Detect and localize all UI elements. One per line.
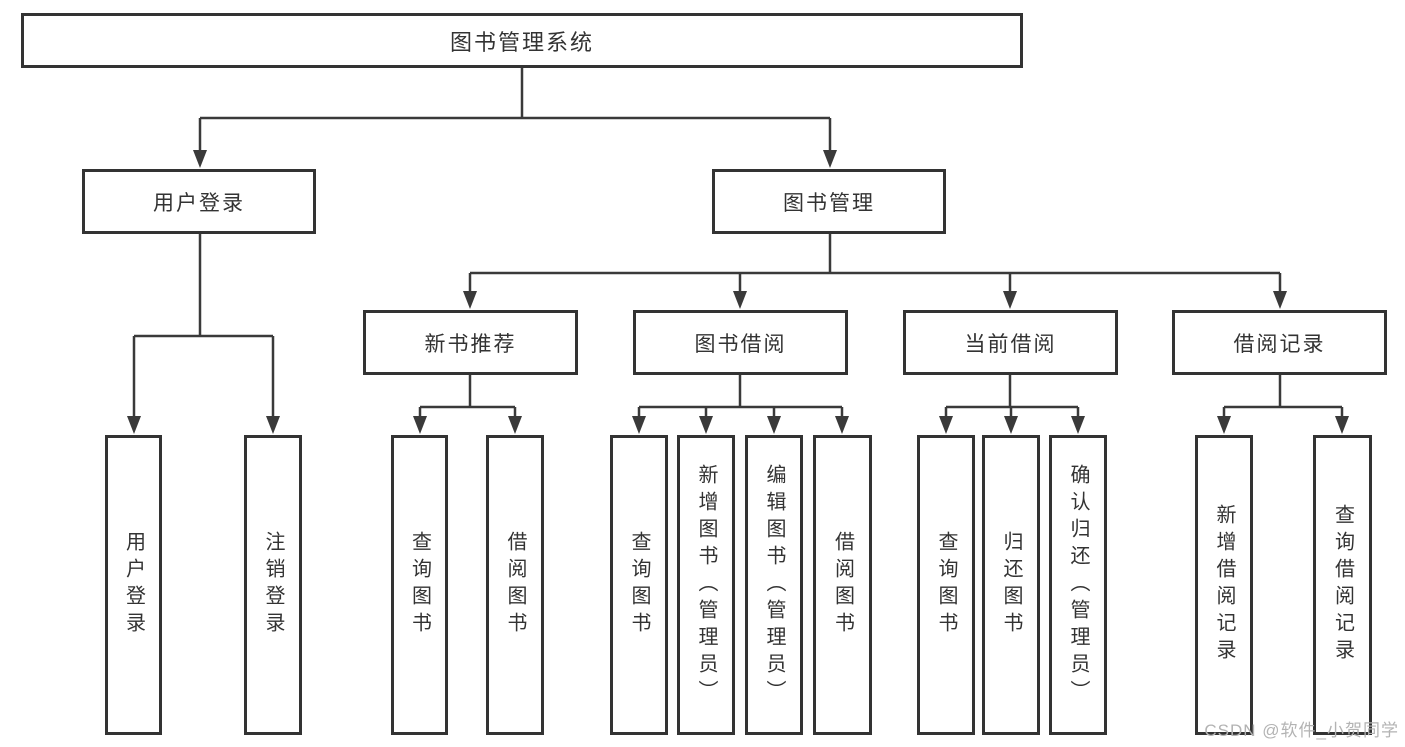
leaf-query-books-current-label: 查询图书 (935, 531, 957, 639)
leaf-query-books-current: 查询图书 (917, 435, 975, 735)
node-new-book-recommend-label: 新书推荐 (424, 332, 517, 356)
root-node-label: 图书管理系统 (449, 29, 594, 55)
leaf-logout: 注销登录 (244, 435, 302, 735)
leaf-edit-book-admin-label: 编辑图书（管理员） (763, 463, 785, 707)
node-new-book-recommend: 新书推荐 (363, 310, 578, 375)
node-current-borrow: 当前借阅 (903, 310, 1118, 375)
leaf-query-borrow-record-label: 查询借阅记录 (1331, 504, 1354, 666)
leaf-add-book-admin-label: 新增图书（管理员） (695, 463, 717, 707)
node-user-login-label: 用户登录 (153, 191, 245, 215)
leaf-borrow-books-recommend: 借阅图书 (486, 435, 544, 735)
csdn-watermark: CSDN @软件_小贺同学 (1204, 721, 1399, 740)
leaf-user-login: 用户登录 (105, 435, 162, 735)
leaf-borrow-books-recommend-label: 借阅图书 (504, 531, 526, 639)
node-book-borrow-label: 图书借阅 (694, 332, 787, 356)
leaf-query-books-recommend-label: 查询图书 (408, 531, 431, 639)
node-book-management: 图书管理 (712, 169, 946, 234)
leaf-query-books-recommend: 查询图书 (391, 435, 448, 735)
leaf-query-books-borrow: 查询图书 (610, 435, 668, 735)
leaf-edit-book-admin: 编辑图书（管理员） (745, 435, 803, 735)
leaf-borrow-books-label: 借阅图书 (831, 531, 854, 639)
node-borrow-records-label: 借阅记录 (1233, 332, 1326, 356)
leaf-borrow-books: 借阅图书 (813, 435, 872, 735)
leaf-query-books-borrow-label: 查询图书 (628, 531, 650, 639)
leaf-return-book: 归还图书 (982, 435, 1040, 735)
node-book-management-label: 图书管理 (783, 191, 875, 215)
leaf-add-borrow-record: 新增借阅记录 (1195, 435, 1253, 735)
leaf-return-book-label: 归还图书 (1000, 531, 1022, 639)
node-current-borrow-label: 当前借阅 (964, 332, 1057, 356)
node-borrow-records: 借阅记录 (1172, 310, 1387, 375)
node-user-login: 用户登录 (82, 169, 316, 234)
leaf-query-borrow-record: 查询借阅记录 (1313, 435, 1372, 735)
leaf-user-login-label: 用户登录 (122, 531, 145, 639)
leaf-confirm-return-admin: 确认归还（管理员） (1049, 435, 1107, 735)
leaf-add-borrow-record-label: 新增借阅记录 (1213, 504, 1235, 666)
leaf-confirm-return-admin-label: 确认归还（管理员） (1067, 463, 1089, 707)
root-node: 图书管理系统 (21, 13, 1023, 68)
leaf-logout-label: 注销登录 (262, 531, 284, 639)
node-book-borrow: 图书借阅 (633, 310, 848, 375)
leaf-add-book-admin: 新增图书（管理员） (677, 435, 735, 735)
